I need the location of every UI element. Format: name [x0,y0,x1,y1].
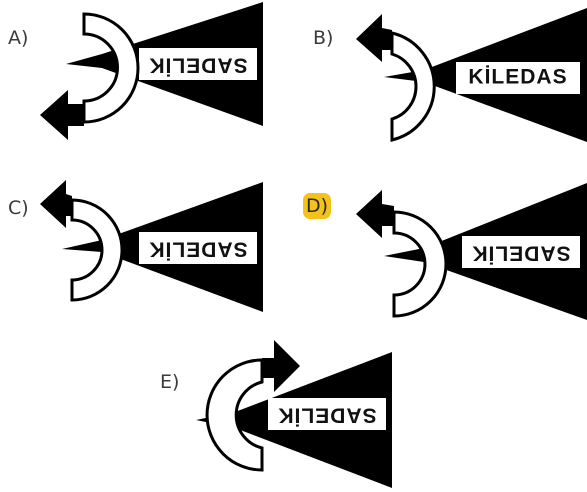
option-b-arc [390,31,436,142]
option-b-word: KİLEDAS [468,66,567,89]
option-e-arc [205,358,264,472]
option-c-label-box [139,232,257,264]
option-b-arrowhead [356,14,392,62]
option-a-arc [82,12,140,124]
option-a-label: A) [8,27,29,49]
option-d-arrowhead [356,190,394,238]
option-e-label-box [268,398,386,430]
option-e-label: E) [160,371,180,393]
option-a-word: SADELİK [148,53,247,76]
option-d-word: SADELİK [471,241,570,264]
option-d-label-box [462,236,580,268]
option-c-arrowhead [40,180,72,228]
option-c-word: SADELİK [148,237,247,260]
option-a-label-box [139,48,257,80]
option-c-arc [70,198,124,302]
option-b-label-box [456,62,580,94]
option-b-label: B) [313,27,334,49]
option-d-arc [392,210,448,318]
option-e-arrowhead [262,340,300,392]
option-d-label: D) [303,193,332,219]
option-c-label: C) [8,197,29,219]
option-a-arrowhead [40,90,84,140]
option-e-word: SADELİK [277,403,376,426]
